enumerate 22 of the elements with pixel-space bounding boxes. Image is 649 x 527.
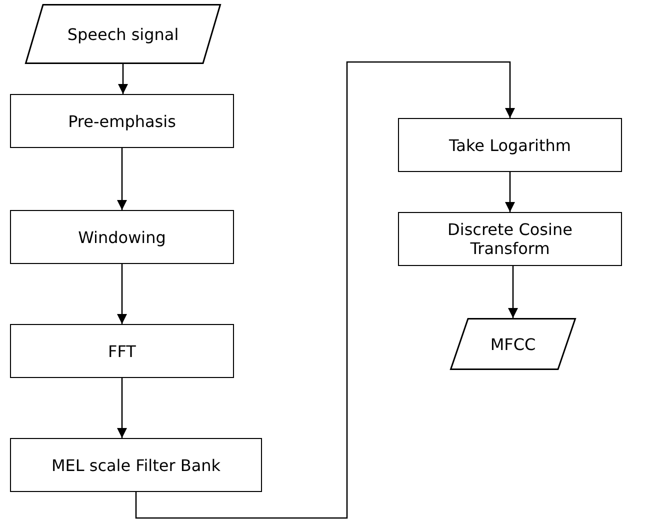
arrow [118,64,128,94]
process-box [10,324,234,378]
node-label: Discrete Cosine Transform [446,220,574,258]
node-label: MEL scale Filter Bank [50,456,222,474]
process-box [10,94,234,148]
arrow [117,148,127,210]
node-label: MFCC [489,334,537,354]
node-label: FFT [107,342,137,360]
node-label: Pre-emphasis [67,112,177,130]
node-label: Windowing [77,228,167,246]
arrow [117,378,127,438]
arrow [117,264,127,324]
input-output-parallelogram [25,4,221,64]
process-box [398,212,622,266]
process-box [10,438,262,492]
arrow [508,266,518,318]
process-box [10,210,234,264]
input-output-parallelogram [450,318,576,370]
node-label: Take Logarithm [448,136,572,154]
process-box [398,118,622,172]
node-label: Speech signal [66,24,180,44]
arrow [505,172,515,212]
